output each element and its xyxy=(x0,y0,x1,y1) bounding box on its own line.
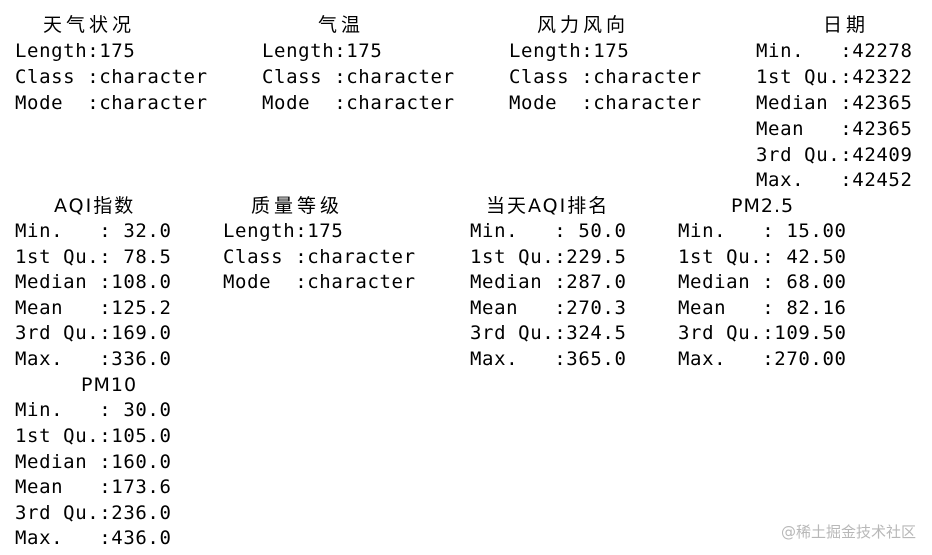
column-header-pm25: PM2.5 xyxy=(731,195,795,217)
summary-line: Class :character xyxy=(15,66,208,88)
summary-line: Mode :character xyxy=(262,92,455,114)
column-header-date: 日期 xyxy=(823,14,870,36)
summary-line: Mean :270.3 xyxy=(470,297,627,319)
column-header-pm10: PM10 xyxy=(81,374,138,396)
summary-line: 3rd Qu.:109.50 xyxy=(678,322,847,344)
summary-line: Length:175 xyxy=(509,40,630,62)
summary-line: Mode :character xyxy=(15,92,208,114)
summary-line: Length:175 xyxy=(15,40,136,62)
summary-line: Class :character xyxy=(509,66,702,88)
summary-line: Class :character xyxy=(223,246,416,268)
summary-line: Median :160.0 xyxy=(15,451,172,473)
summary-line: Max. :42452 xyxy=(756,169,913,191)
summary-line: Max. :365.0 xyxy=(470,348,627,370)
summary-line: Median :42365 xyxy=(756,92,913,114)
summary-line: Max. :270.00 xyxy=(678,348,847,370)
summary-line: 1st Qu.:229.5 xyxy=(470,246,627,268)
column-header-aqi-index: AQI指数 xyxy=(54,195,136,217)
summary-line: Median :287.0 xyxy=(470,271,627,293)
column-header-aqi-rank: 当天AQI排名 xyxy=(486,195,610,217)
summary-line: Min. : 32.0 xyxy=(15,220,172,242)
summary-line: Mean :125.2 xyxy=(15,297,172,319)
summary-line: 3rd Qu.:42409 xyxy=(756,144,913,166)
summary-line: 1st Qu.:105.0 xyxy=(15,425,172,447)
summary-line: Length:175 xyxy=(262,40,383,62)
summary-line: Mean :42365 xyxy=(756,118,913,140)
summary-line: Median :108.0 xyxy=(15,271,172,293)
summary-line: Max. :436.0 xyxy=(15,527,172,549)
summary-line: Min. : 15.00 xyxy=(678,220,847,242)
column-header-weather: 天气状况 xyxy=(43,14,136,36)
summary-line: Mean :173.6 xyxy=(15,476,172,498)
summary-line: Min. :42278 xyxy=(756,40,913,62)
watermark-text: @稀土掘金技术社区 xyxy=(780,523,916,541)
column-header-quality-level: 质量等级 xyxy=(251,195,344,217)
summary-line: Min. : 50.0 xyxy=(470,220,627,242)
summary-line: Min. : 30.0 xyxy=(15,399,172,421)
summary-line: Mean : 82.16 xyxy=(678,297,847,319)
summary-line: Mode :character xyxy=(223,271,416,293)
summary-line: 3rd Qu.:169.0 xyxy=(15,322,172,344)
summary-line: 1st Qu.: 78.5 xyxy=(15,246,172,268)
summary-line: Class :character xyxy=(262,66,455,88)
summary-line: Max. :336.0 xyxy=(15,348,172,370)
summary-line: Median : 68.00 xyxy=(678,271,847,293)
summary-line: 1st Qu.: 42.50 xyxy=(678,246,847,268)
summary-line: Mode :character xyxy=(509,92,702,114)
summary-line: 1st Qu.:42322 xyxy=(756,66,913,88)
summary-line: Length:175 xyxy=(223,220,344,242)
column-header-wind: 风力风向 xyxy=(537,14,630,36)
summary-line: 3rd Qu.:324.5 xyxy=(470,322,627,344)
summary-line: 3rd Qu.:236.0 xyxy=(15,502,172,524)
column-header-temperature: 气温 xyxy=(318,14,365,36)
